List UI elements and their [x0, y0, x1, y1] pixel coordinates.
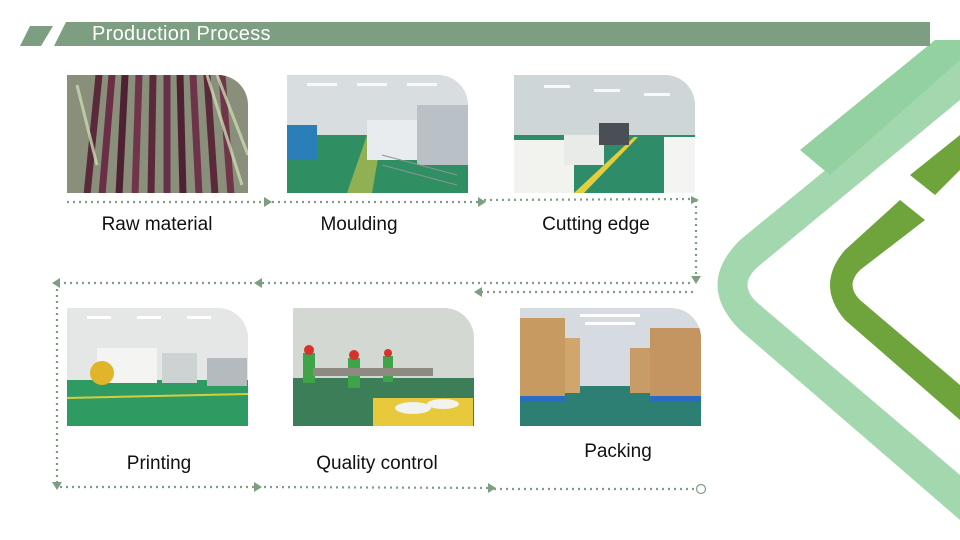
- arrow-left-icon: [254, 278, 262, 288]
- arrow-right-icon: [488, 483, 496, 493]
- step-label-moulding: Moulding: [320, 214, 398, 235]
- photo-printing: [67, 308, 248, 426]
- step-label-quality-control: Quality control: [316, 453, 438, 474]
- title-tab-main: [54, 22, 930, 46]
- arrow-down-icon: [52, 482, 62, 490]
- arrow-left-icon: [474, 287, 482, 297]
- photo-packing: [520, 308, 701, 426]
- arrow-right-icon: [264, 197, 272, 207]
- light-chevron-shape: [717, 60, 960, 520]
- step-label-raw-material: Raw material: [101, 214, 213, 235]
- photo-cutting-edge: [514, 75, 695, 193]
- step-label-packing: Packing: [584, 441, 652, 462]
- photo-quality-control: [293, 308, 474, 426]
- arrow-right-icon: [254, 482, 262, 492]
- page-title: Production Process: [92, 23, 271, 45]
- arrow-left-icon: [52, 278, 60, 288]
- step-label-cutting-edge: Cutting edge: [542, 214, 650, 235]
- title-tab-small: [20, 26, 53, 46]
- arrow-down-icon: [691, 276, 701, 284]
- dark-bar-shape: [910, 135, 960, 195]
- dark-chevron-shape: [830, 200, 960, 420]
- arrow-right-icon: [691, 196, 699, 204]
- photo-raw-material: [67, 75, 248, 193]
- flow-end-circle-icon: [695, 483, 707, 495]
- title-bar: [20, 22, 930, 46]
- arrow-right-icon: [478, 197, 486, 207]
- photo-moulding: [287, 75, 468, 193]
- step-label-printing: Printing: [126, 453, 192, 474]
- light-bar-shape: [800, 40, 960, 175]
